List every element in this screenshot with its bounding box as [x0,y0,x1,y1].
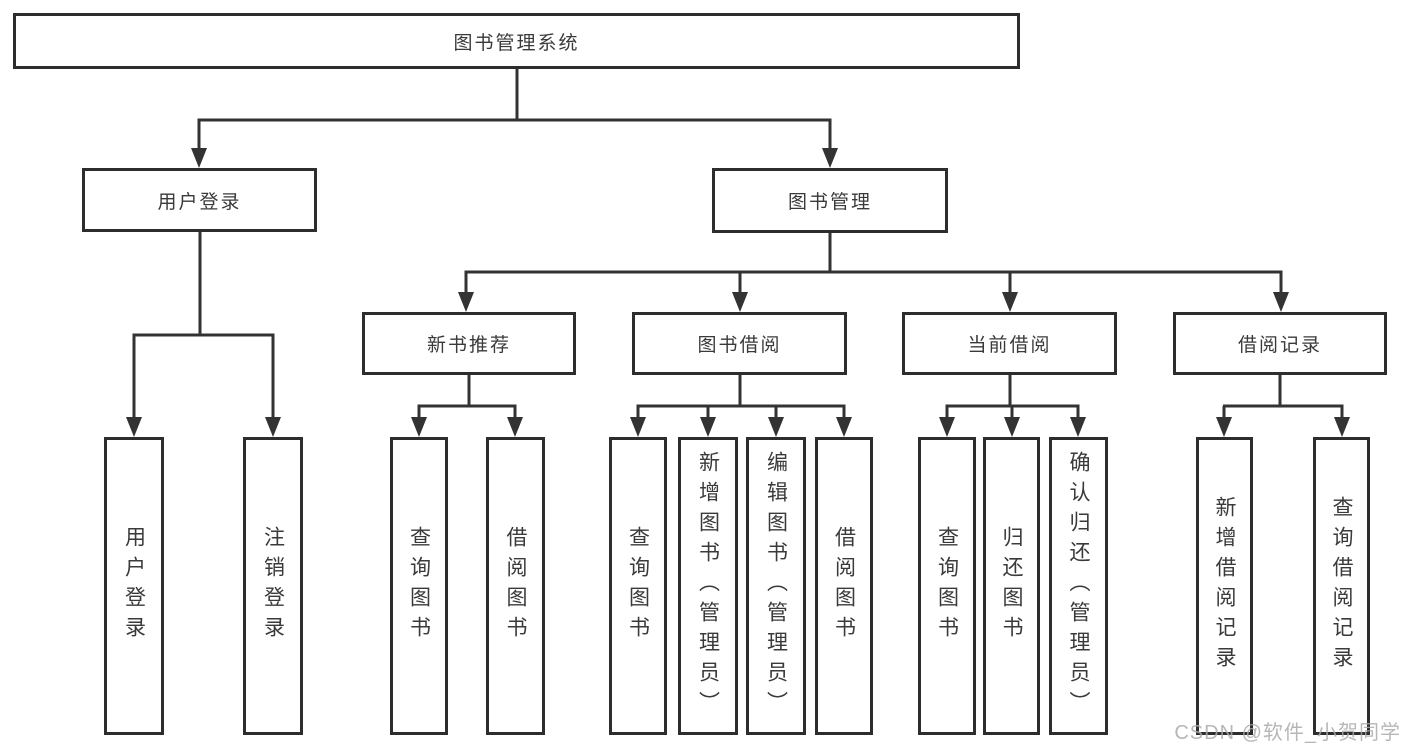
connector-book-mgmt-to-level3 [464,231,1283,296]
leaf-query-books-borrow: 查询图书 [609,437,667,735]
leaf-confirm-return-admin: 确认归还（管理员） [1049,437,1108,735]
connector-current-borrow-to-leaves [945,373,1080,421]
node-book-borrow: 图书借阅 [632,312,847,375]
connector-root-to-level2 [197,68,832,152]
csdn-watermark: CSDN @软件_小贺同学 [1174,722,1401,744]
leaf-logout-label: 注销登录 [261,526,285,646]
connector-book-borrow-to-leaves [636,373,846,421]
node-new-book-recommend-label: 新书推荐 [426,335,511,356]
leaf-query-borrow-record-label: 查询借阅记录 [1330,496,1354,676]
node-book-borrow-label: 图书借阅 [697,335,782,356]
leaf-edit-book-admin: 编辑图书（管理员） [746,437,806,735]
node-root: 图书管理系统 [13,13,1020,69]
leaf-add-borrow-record: 新增借阅记录 [1196,437,1253,735]
leaf-return-book: 归还图书 [983,437,1040,735]
leaf-borrow-books-recommend-label: 借阅图书 [504,526,528,646]
leaf-return-book-label: 归还图书 [1000,526,1024,646]
leaf-confirm-return-admin-label: 确认归还（管理员） [1067,451,1091,721]
leaf-add-borrow-record-label: 新增借阅记录 [1213,496,1237,676]
leaf-borrow-books-label: 借阅图书 [832,526,856,646]
leaf-query-books-current: 查询图书 [918,437,976,735]
leaf-add-book-admin-label: 新增图书（管理员） [696,451,720,721]
node-current-borrow: 当前借阅 [902,312,1117,375]
node-user-login: 用户登录 [82,168,317,232]
connector-borrow-records-to-leaves [1222,373,1344,421]
connector-user-login-to-leaves [132,230,275,421]
node-borrow-records: 借阅记录 [1173,312,1387,375]
node-new-book-recommend: 新书推荐 [362,312,576,375]
leaf-query-books-current-label: 查询图书 [935,526,959,646]
node-root-label: 图书管理系统 [453,32,580,54]
node-user-login-label: 用户登录 [157,191,242,213]
node-book-management-label: 图书管理 [787,192,872,213]
leaf-edit-book-admin-label: 编辑图书（管理员） [764,451,788,721]
leaf-query-borrow-record: 查询借阅记录 [1313,437,1370,735]
node-current-borrow-label: 当前借阅 [967,335,1052,356]
leaf-add-book-admin: 新增图书（管理员） [678,437,738,735]
leaf-borrow-books-recommend: 借阅图书 [486,437,545,735]
leaf-query-books-recommend-label: 查询图书 [407,526,431,646]
leaf-query-books-borrow-label: 查询图书 [626,526,650,646]
leaf-user-login-label: 用户登录 [122,526,146,646]
connector-new-book-to-leaves [417,373,517,421]
node-borrow-records-label: 借阅记录 [1237,335,1322,356]
node-book-management: 图书管理 [712,168,948,233]
leaf-logout: 注销登录 [243,437,303,735]
leaf-query-books-recommend: 查询图书 [390,437,448,735]
leaf-borrow-books: 借阅图书 [815,437,873,735]
leaf-user-login: 用户登录 [104,437,164,735]
